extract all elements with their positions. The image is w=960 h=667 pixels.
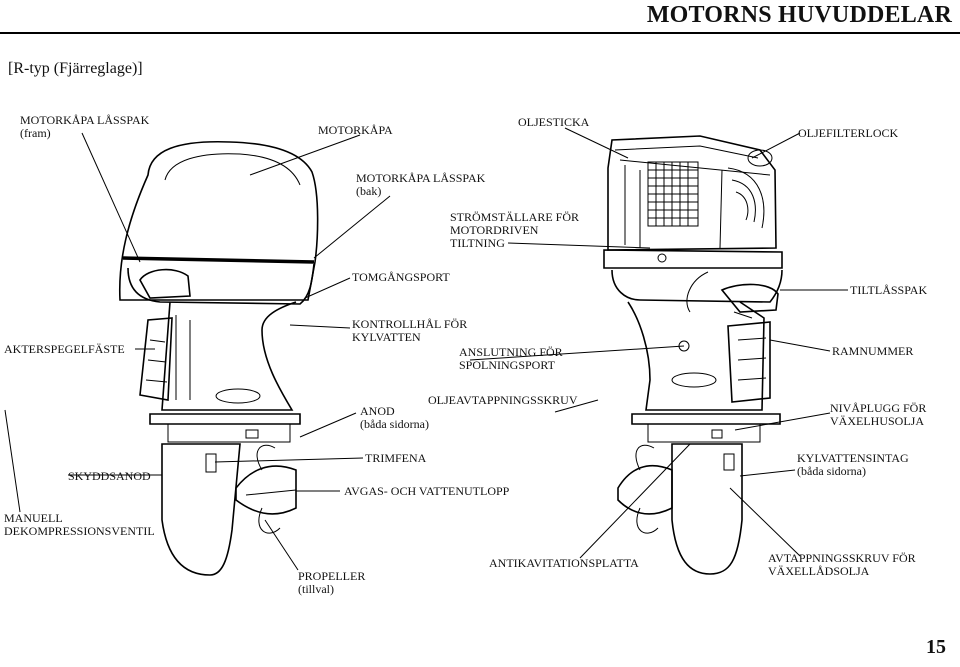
label-exhaust-outlet: AVGAS- OCH VATTENUTLOPP <box>344 484 510 498</box>
label-gear-oil-drain-line1: AVTAPPNINGSSKRUV FÖR <box>768 551 916 565</box>
label-check-hole: KONTROLLHÅL FÖR KYLVATTEN <box>352 318 467 344</box>
label-water-intake-line1: KYLVATTENSINTAG <box>797 451 909 465</box>
label-flush-port: ANSLUTNING FÖR SPOLNINGSPORT <box>459 346 563 372</box>
label-check-hole-line1: KONTROLLHÅL FÖR <box>352 317 468 331</box>
label-flush-port-line2: SPOLNINGSPORT <box>459 358 555 372</box>
label-power-tilt-switch-line1: STRÖMSTÄLLARE FÖR <box>450 210 580 224</box>
label-manual-decompression-line1: MANUELL <box>4 511 63 525</box>
label-anode-line2: (båda sidorna) <box>360 417 429 431</box>
label-cover-latch-front-line1: MOTORKÅPA LÅSSPAK <box>20 113 150 127</box>
label-oil-dipstick: OLJESTICKA <box>518 115 590 129</box>
label-cover-latch-rear: MOTORKÅPA LÅSSPAK (bak) <box>356 172 485 198</box>
leader-lines <box>4 127 848 571</box>
label-propeller: PROPELLER (tillval) <box>298 570 365 596</box>
label-anode: ANOD (båda sidorna) <box>360 405 429 431</box>
right-motor-illustration <box>603 135 783 575</box>
label-engine-cover: MOTORKÅPA <box>318 123 393 137</box>
label-cover-latch-front: MOTORKÅPA LÅSSPAK (fram) <box>20 114 149 140</box>
label-anode-line1: ANOD <box>360 404 395 418</box>
label-propeller-line2: (tillval) <box>298 582 334 596</box>
page-title: MOTORNS HUVUDDELAR <box>646 2 952 28</box>
label-water-intake-line2: (båda sidorna) <box>797 464 866 478</box>
left-motor-illustration <box>118 140 319 576</box>
label-cover-latch-rear-line1: MOTORKÅPA LÅSSPAK <box>356 171 486 185</box>
section-subtitle: [R-typ (Fjärreglage)] <box>8 60 143 77</box>
label-power-tilt-switch-line3: TILTNING <box>450 236 505 250</box>
label-water-intake: KYLVATTENSINTAG (båda sidorna) <box>797 452 909 478</box>
label-manual-decompression-line2: DEKOMPRESSIONSVENTIL <box>4 524 155 538</box>
label-propeller-line1: PROPELLER <box>298 569 366 583</box>
label-trim-tab: TRIMFENA <box>365 451 427 465</box>
label-manual-decompression: MANUELL DEKOMPRESSIONSVENTIL <box>4 512 155 538</box>
label-frame-number: RAMNUMMER <box>832 344 914 358</box>
label-gear-oil-level-line1: NIVÅPLUGG FÖR <box>830 401 927 415</box>
label-transom-bracket: AKTERSPEGELFÄSTE <box>4 342 125 356</box>
label-gear-oil-level-line2: VÄXELHUSOLJA <box>830 414 924 428</box>
header-bar <box>0 0 960 34</box>
label-flush-port-line1: ANSLUTNING FÖR <box>459 345 563 359</box>
label-tilt-lock-lever: TILTLÅSSPAK <box>850 283 928 297</box>
label-oil-drain-bolt: OLJEAVTAPPNINGSSKRUV <box>428 393 578 407</box>
label-check-hole-line2: KYLVATTEN <box>352 330 421 344</box>
label-cover-latch-rear-line2: (bak) <box>356 184 382 198</box>
label-cover-latch-front-line2: (fram) <box>20 126 51 140</box>
label-gear-oil-drain-line2: VÄXELLÅDSOLJA <box>768 564 870 578</box>
label-power-tilt-switch-line2: MOTORDRIVEN <box>450 223 539 237</box>
page-number: 15 <box>926 636 946 658</box>
label-oil-filter-lock: OLJEFILTERLOCK <box>798 126 899 140</box>
label-idle-port: TOMGÅNGSPORT <box>352 270 450 284</box>
label-anti-cavitation-plate: ANTIKAVITATIONSPLATTA <box>489 556 639 570</box>
label-power-tilt-switch: STRÖMSTÄLLARE FÖR MOTORDRIVEN TILTNING <box>450 211 579 250</box>
label-gear-oil-level: NIVÅPLUGG FÖR VÄXELHUSOLJA <box>830 402 926 428</box>
label-gear-oil-drain: AVTAPPNINGSSKRUV FÖR VÄXELLÅDSOLJA <box>768 552 916 578</box>
label-protection-anode: SKYDDSANOD <box>68 469 151 483</box>
